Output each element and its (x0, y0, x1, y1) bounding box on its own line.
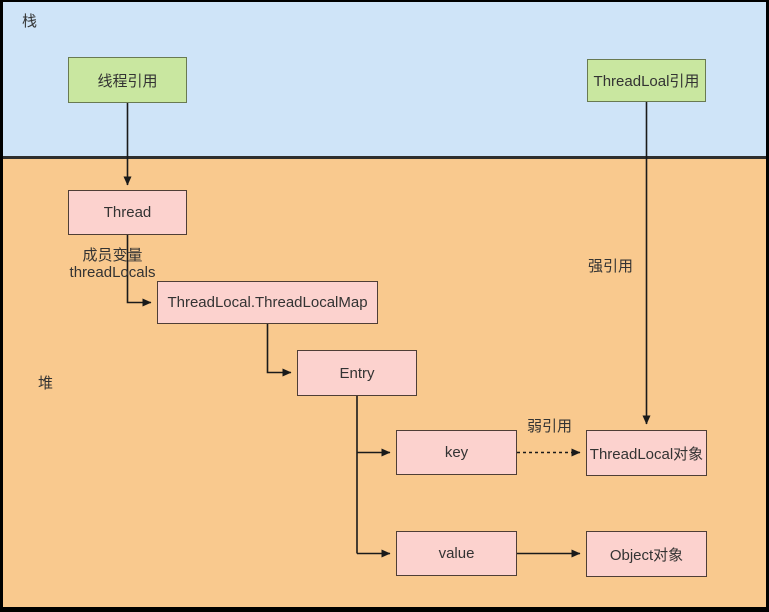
node-threadlocal-reference: ThreadLoal引用 (587, 59, 706, 102)
node-threadlocalmap: ThreadLocal.ThreadLocalMap (157, 281, 378, 324)
node-threadlocal-object: ThreadLocal对象 (586, 430, 707, 476)
member-variable-label: 成员变量 threadLocals (40, 247, 185, 281)
node-object-object: Object对象 (586, 531, 707, 577)
stack-label: 栈 (22, 13, 38, 30)
node-key: key (396, 430, 517, 475)
member-variable-line1: 成员变量 (82, 247, 143, 264)
node-thread: Thread (68, 190, 187, 235)
strong-reference-label: 强引用 (588, 258, 634, 275)
weak-reference-label: 弱引用 (527, 418, 573, 435)
node-value: value (396, 531, 517, 576)
node-entry: Entry (297, 350, 417, 396)
heap-label: 堆 (38, 375, 54, 392)
member-variable-line2: threadLocals (69, 264, 156, 281)
node-thread-reference: 线程引用 (68, 57, 187, 103)
